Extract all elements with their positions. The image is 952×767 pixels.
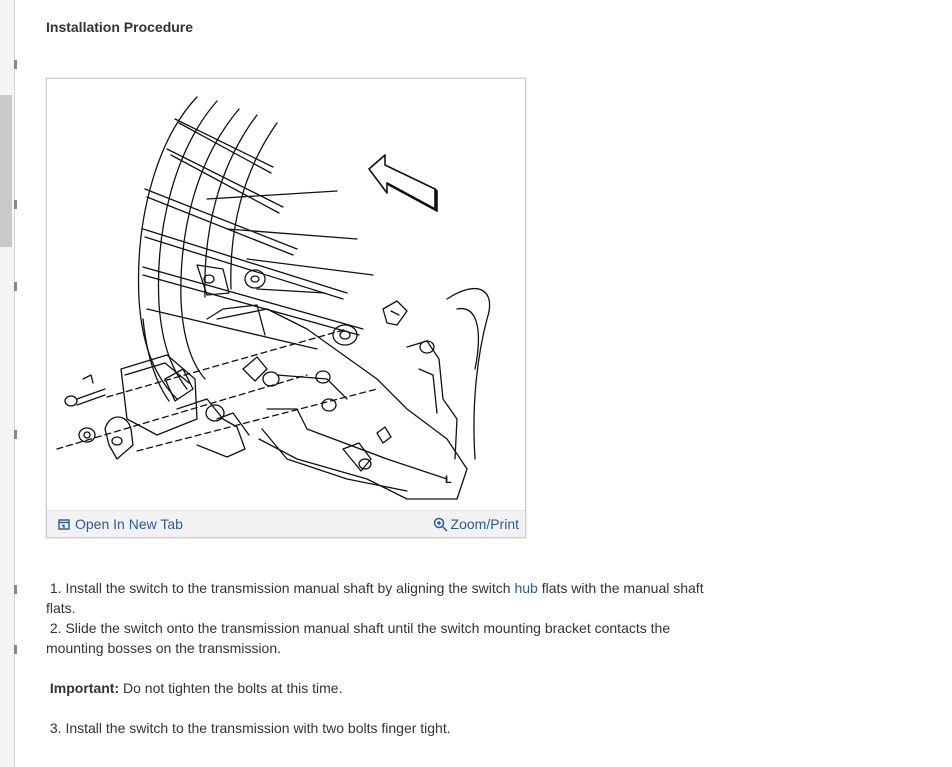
step-3-text: 3. Install the switch to the transmissio… bbox=[49, 720, 451, 736]
direction-arrow bbox=[368, 154, 438, 212]
new-tab-icon bbox=[58, 518, 70, 530]
alignment-lines bbox=[56, 328, 378, 452]
zoom-print-label: Zoom/Print bbox=[450, 516, 519, 532]
step-2-text: 2. Slide the switch onto the transmissio… bbox=[46, 620, 671, 656]
rail-tick bbox=[14, 645, 17, 654]
step-1-text-end: flats with the manual shaft flats. bbox=[46, 580, 704, 616]
step-1-text-start: 1. Install the switch to the transmissio… bbox=[49, 580, 515, 596]
open-in-new-tab-label: Open In New Tab bbox=[75, 516, 183, 532]
rail-tick bbox=[14, 585, 17, 594]
step-2: 2. Slide the switch onto the transmissio… bbox=[46, 618, 706, 658]
procedure-steps: 1. Install the switch to the transmissio… bbox=[46, 578, 706, 738]
switch-assembly bbox=[120, 354, 331, 458]
transmission-case bbox=[196, 264, 491, 500]
step-3: 3. Install the switch to the transmissio… bbox=[46, 718, 706, 738]
clip-part bbox=[382, 300, 408, 326]
open-in-new-tab-link[interactable]: Open In New Tab bbox=[58, 516, 183, 532]
section-heading: Installation Procedure bbox=[46, 19, 194, 35]
hub-link[interactable]: hub bbox=[514, 580, 538, 596]
rail-tick bbox=[14, 430, 17, 439]
transmission-switch-diagram: L bbox=[56, 96, 491, 500]
left-scroll-rail[interactable] bbox=[0, 0, 17, 767]
converter-housing-lines bbox=[137, 96, 278, 402]
scrollbar-thumb[interactable] bbox=[0, 95, 12, 247]
diagram-letter: L bbox=[445, 474, 452, 486]
rail-tick bbox=[14, 60, 17, 69]
rail-tick bbox=[14, 200, 17, 209]
zoom-icon bbox=[433, 517, 448, 532]
step-1: 1. Install the switch to the transmissio… bbox=[46, 578, 706, 618]
housing-fins bbox=[142, 118, 374, 350]
zoom-print-link[interactable]: Zoom/Print bbox=[433, 516, 519, 532]
rail-tick bbox=[14, 282, 17, 291]
figure-container: L Open In New Tab Zoom/Print bbox=[46, 78, 526, 538]
figure-action-bar: Open In New Tab Zoom/Print bbox=[47, 510, 525, 537]
important-text: Do not tighten the bolts at this time. bbox=[119, 680, 343, 696]
important-note: Important: Do not tighten the bolts at t… bbox=[46, 678, 706, 698]
bolt-parts bbox=[64, 374, 134, 460]
important-label: Important: bbox=[49, 680, 120, 696]
